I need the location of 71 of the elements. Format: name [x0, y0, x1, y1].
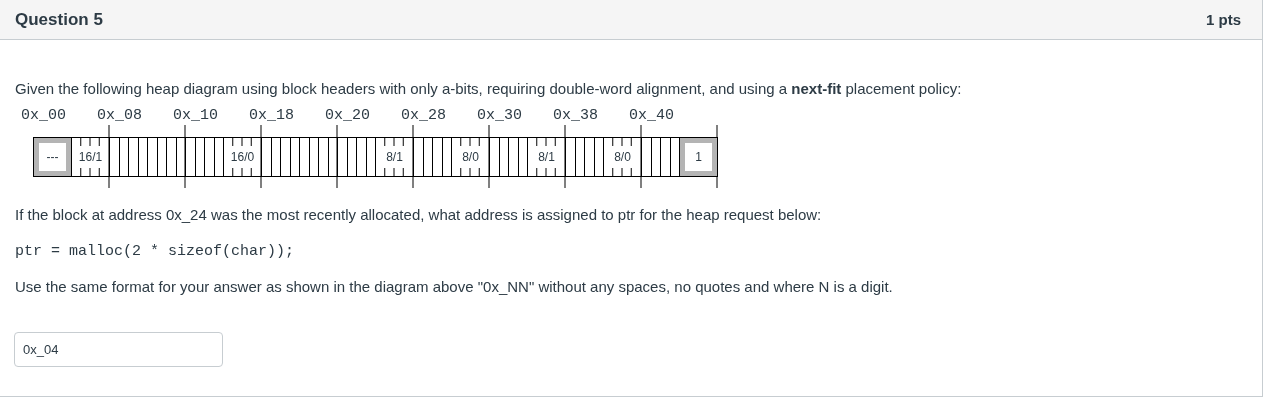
instruction-text: Use the same format for your answer as shown in the diagram above "0x_NN" without any spaces, no quotes and where N is a digit. [15, 277, 893, 297]
payload-byte [261, 137, 271, 177]
payload-byte [147, 137, 157, 177]
payload-byte [185, 137, 195, 177]
payload-byte [289, 137, 299, 177]
payload-byte [118, 137, 128, 177]
payload-byte [584, 137, 594, 177]
header-value: 1 [695, 150, 702, 164]
payload-byte [213, 137, 223, 177]
payload-byte [299, 137, 309, 177]
header-value: 16/0 [230, 150, 255, 164]
payload-byte [489, 137, 499, 177]
payload-byte [517, 137, 527, 177]
payload-byte [166, 137, 176, 177]
payload-byte [194, 137, 204, 177]
header-value: 8/0 [614, 150, 631, 164]
points-label: 1 pts [1206, 9, 1241, 30]
code-snippet: ptr = malloc(2 * sizeof(char)); [15, 243, 295, 261]
padding-word [33, 137, 71, 177]
question-title: Question 5 [15, 8, 103, 31]
payload-byte [327, 137, 337, 177]
payload-byte [508, 137, 518, 177]
payload-byte [432, 137, 442, 177]
block-header [375, 137, 413, 177]
payload-byte [346, 137, 356, 177]
payload-byte [356, 137, 366, 177]
payload-byte [593, 137, 603, 177]
question-text: Given the following heap diagram using block headers with only a-bits, requiring double-word alignment, and using a next-fit placement policy: [15, 79, 962, 99]
payload-byte [650, 137, 660, 177]
payload-byte [280, 137, 290, 177]
answer-field: 0x_04 [14, 332, 223, 367]
question-text: If the block at address 0x_24 was the most recently allocated, what address is assigned to ptr for the heap request below: [15, 205, 822, 225]
header-value: 16/1 [78, 150, 103, 164]
address-label: 0x_08 [97, 107, 142, 125]
address-label: 0x_10 [173, 107, 218, 125]
payload-byte [156, 137, 166, 177]
payload-byte [498, 137, 508, 177]
payload-byte [109, 137, 119, 177]
payload-byte [175, 137, 185, 177]
block-header [223, 137, 261, 177]
block-header [603, 137, 641, 177]
address-label: 0x_18 [249, 107, 294, 125]
address-label: 0x_20 [325, 107, 370, 125]
address-label: 0x_38 [553, 107, 598, 125]
epilogue-header [679, 137, 718, 177]
header-value: 8/1 [386, 150, 403, 164]
address-label: 0x_28 [401, 107, 446, 125]
payload-byte [365, 137, 375, 177]
block-header [527, 137, 565, 177]
header-value: 8/0 [462, 150, 479, 164]
payload-byte [565, 137, 575, 177]
payload-byte [574, 137, 584, 177]
block-header [451, 137, 489, 177]
address-label: 0x_40 [629, 107, 674, 125]
payload-byte [204, 137, 214, 177]
payload-byte [137, 137, 147, 177]
padding-marker: --- [46, 150, 59, 164]
payload-byte [422, 137, 432, 177]
payload-byte [318, 137, 328, 177]
header-value: 8/1 [538, 150, 555, 164]
address-label: 0x_00 [21, 107, 66, 125]
address-label: 0x_30 [477, 107, 522, 125]
payload-byte [441, 137, 451, 177]
payload-byte [128, 137, 138, 177]
payload-byte [337, 137, 347, 177]
payload-byte [660, 137, 670, 177]
payload-byte [270, 137, 280, 177]
payload-byte [308, 137, 318, 177]
payload-byte [413, 137, 423, 177]
block-header [71, 137, 109, 177]
payload-byte [641, 137, 651, 177]
